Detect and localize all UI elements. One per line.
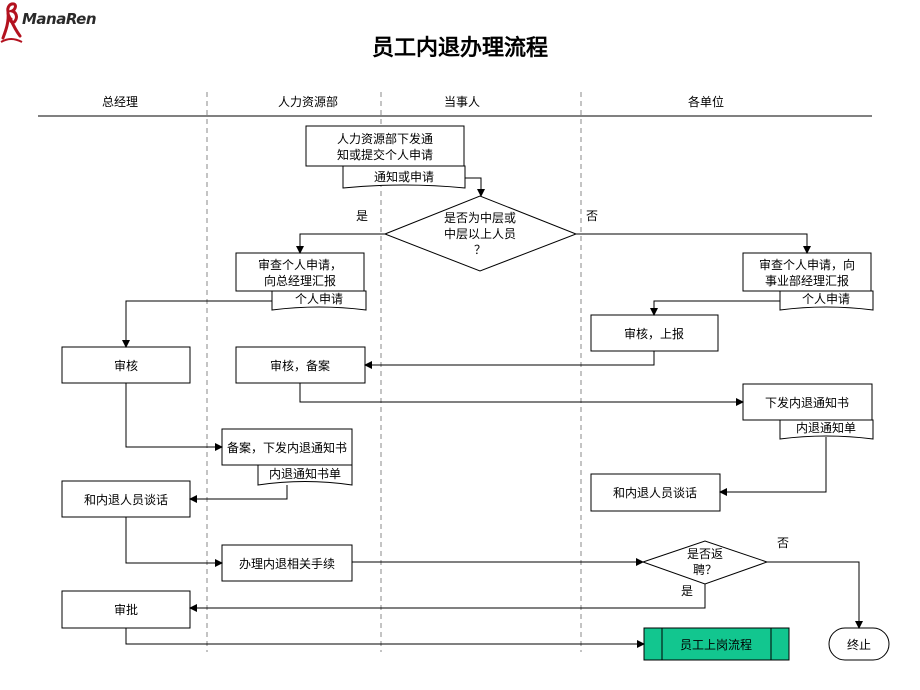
end-terminator: 终止 (828, 627, 890, 661)
decision-level-line3: ？ (474, 243, 486, 257)
edge-hr-issue-to-gm-talk (189, 485, 288, 503)
edge-gm-review-to-hr-issue (125, 383, 223, 451)
hr-notice-line2: 知或提交个人申请 (337, 147, 433, 162)
edge-unit-review-to-report (650, 300, 780, 316)
edge-report-to-hr-file (364, 351, 655, 369)
edge-label-no-1: 否 (586, 209, 598, 223)
lane-header-employee: 当事人 (444, 95, 480, 109)
hr-file-label: 审核，备案 (270, 358, 330, 373)
unit-review-line1: 审查个人申请，向 (759, 257, 855, 272)
doc-hr-notice: 内退通知书单 (257, 464, 353, 486)
decision-rehire-line2: 聘？ (693, 563, 717, 577)
page-title: 员工内退办理流程 (371, 35, 548, 61)
swimlane-headers: 总经理 人力资源部 当事人 各单位 (102, 94, 724, 109)
unit-talk-box: 和内退人员谈话 (590, 473, 721, 512)
edge-label-no-2: 否 (777, 536, 789, 550)
hr-review-box: 审查个人申请， 向总经理汇报 (235, 252, 365, 292)
decision-rehire: 是否返 聘？ (641, 540, 769, 585)
unit-issue-box: 下发内退通知书 (742, 383, 873, 421)
unit-talk-label: 和内退人员谈话 (613, 486, 697, 500)
lane-header-hr-department: 人力资源部 (278, 94, 338, 109)
hr-procedure-box: 办理内退相关手续 (221, 544, 353, 582)
gm-approve-box: 审批 (61, 590, 191, 629)
gm-approve-label: 审批 (114, 602, 138, 617)
onboard-label: 员工上岗流程 (680, 637, 752, 652)
doc-hr-apply-label: 个人申请 (295, 292, 343, 306)
unit-review-line2: 事业部经理汇报 (765, 273, 849, 288)
logo-icon (0, 2, 23, 43)
end-label: 终止 (847, 637, 871, 652)
decision-rehire-line1: 是否返 (687, 547, 723, 561)
doc-unit-apply: 个人申请 (779, 290, 874, 311)
edge-gm-talk-to-procedure (125, 517, 223, 567)
edge-hr-review-to-gm (122, 300, 272, 348)
lane-header-general-manager: 总经理 (102, 95, 138, 109)
gm-talk-label: 和内退人员谈话 (84, 493, 168, 507)
edge-decision-no (576, 233, 811, 254)
hr-issue-box: 备案，下发内退通知书 (221, 428, 353, 466)
logo-text: ManaRen (22, 10, 97, 28)
doc-unit-apply-label: 个人申请 (802, 292, 850, 306)
edge-label-yes-1: 是 (356, 209, 368, 223)
edge-decision2-no (767, 561, 863, 629)
edge-decision2-yes (189, 584, 706, 612)
decision-level-line1: 是否为中层或 (444, 210, 516, 225)
doc-hr-notice-label: 内退通知书单 (269, 467, 341, 481)
unit-review-box: 审查个人申请，向 事业部经理汇报 (742, 252, 872, 292)
doc-unit-notice-label: 内退通知单 (796, 421, 856, 435)
doc-notice-label: 通知或申请 (374, 170, 434, 184)
edge-label-yes-2: 是 (681, 584, 693, 598)
edge-notice-to-decision (465, 177, 485, 197)
gm-talk-box: 和内退人员谈话 (61, 480, 191, 518)
onboard-process-box: 员工上岗流程 (643, 627, 790, 661)
doc-unit-notice: 内退通知单 (779, 419, 874, 440)
decision-level-line2: 中层以上人员 (444, 226, 516, 241)
hr-notice-line1: 人力资源部下发通 (337, 131, 433, 146)
edge-hr-file-to-unit-issue (299, 383, 744, 406)
connectors (122, 177, 863, 648)
hr-review-line1: 审查个人申请， (258, 257, 342, 272)
hr-file-box: 审核，备案 (235, 346, 366, 384)
edge-decision-yes (296, 233, 385, 254)
doc-hr-apply: 个人申请 (271, 290, 367, 311)
hr-review-line2: 向总经理汇报 (264, 273, 336, 288)
hr-procedure-label: 办理内退相关手续 (239, 556, 335, 571)
gm-review-box: 审核 (61, 346, 191, 384)
doc-notice: 通知或申请 (342, 165, 466, 189)
unit-report-label: 审核，上报 (624, 326, 684, 341)
edge-unit-notice-to-unit-talk (719, 437, 827, 496)
unit-report-box: 审核，上报 (590, 314, 719, 352)
unit-issue-label: 下发内退通知书 (765, 395, 849, 410)
decision-level: 是否为中层或 中层以上人员 ？ (383, 195, 578, 272)
hr-notice-box: 人力资源部下发通 知或提交个人申请 (305, 125, 465, 167)
hr-issue-label: 备案，下发内退通知书 (227, 440, 347, 455)
gm-review-label: 审核 (114, 358, 138, 373)
lane-header-units: 各单位 (688, 94, 724, 109)
edge-approve-to-onboard (125, 628, 645, 648)
